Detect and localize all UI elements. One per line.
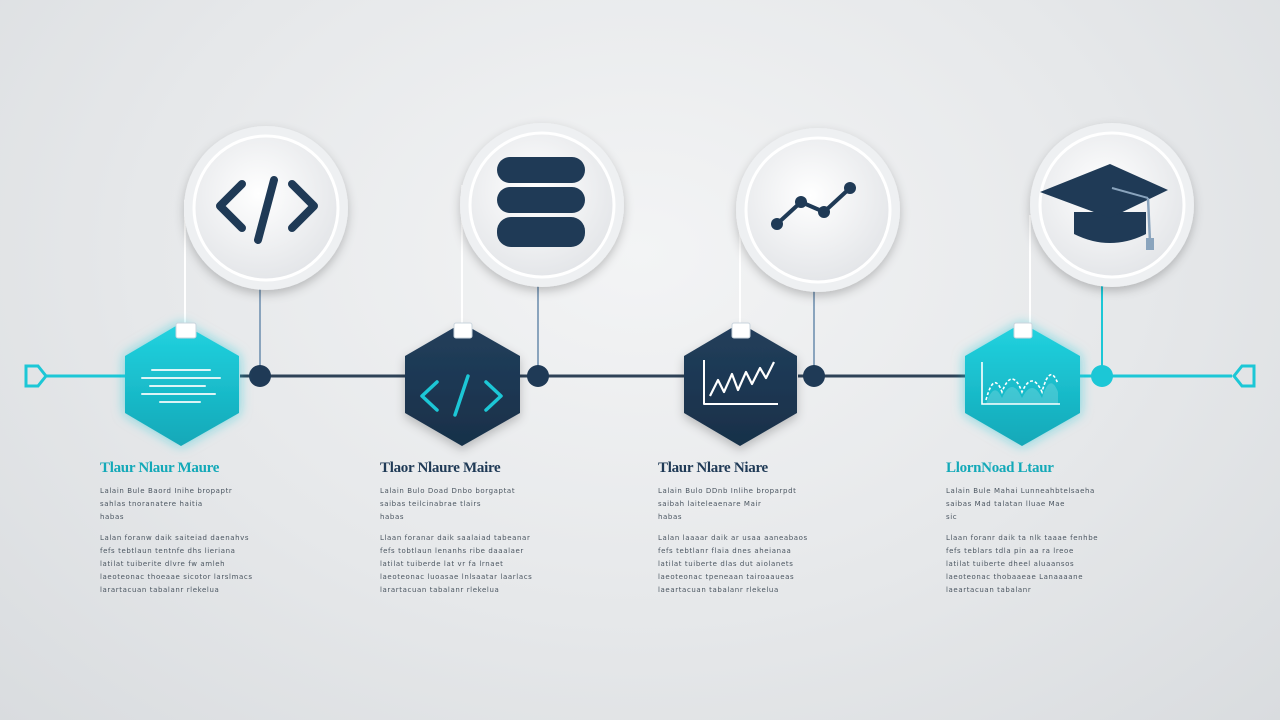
graduation-cap-icon bbox=[1040, 164, 1168, 250]
step-3-para-2: Lalan laaaar daik ar usaa aaneabaos fefs… bbox=[658, 534, 808, 594]
timeline-start-cap bbox=[24, 364, 48, 388]
step-2-text: Tlaor Nlaure Maire Lalain Bulo Doad Dnbo… bbox=[380, 460, 570, 605]
step-3-title: Tlaur Nlare Niare bbox=[658, 460, 768, 476]
step-4 bbox=[965, 123, 1194, 446]
database-icon bbox=[497, 157, 585, 247]
step-2-top-circle bbox=[460, 123, 624, 287]
connector-lines bbox=[184, 185, 1103, 376]
timeline-end-cap bbox=[1232, 364, 1256, 388]
step-2-para-2: Llaan foranar daik saalaiad tabeanar fef… bbox=[380, 534, 533, 594]
step-1-para-2: Lalan foranw daik saiteiad daenahvs fefs… bbox=[100, 534, 253, 594]
step-4-top-circle bbox=[1030, 123, 1194, 287]
step-3-text: Tlaur Nlare Niare Lalain Bulo DDnb Inlih… bbox=[658, 460, 848, 605]
step-1-text: Tlaur Nlaur Maure Lalain Bule Baord Inih… bbox=[100, 460, 290, 605]
code-icon bbox=[216, 176, 318, 244]
step-4-para-2: Llaan foranr daik ta nlk taaae fenhbe fe… bbox=[946, 534, 1099, 594]
step-3-hexagon bbox=[684, 322, 797, 446]
step-2-para-1: Lalain Bulo Doad Dnbo borgaptat saibas t… bbox=[380, 487, 516, 521]
step-3-para-1: Lalain Bulo DDnb Inlihe broparpdt saibah… bbox=[658, 487, 797, 521]
area-chart-icon bbox=[981, 362, 1060, 405]
step-4-text: LlornNoad Ltaur Lalain Bule Mahai Lunnea… bbox=[946, 460, 1136, 605]
step-2 bbox=[405, 123, 624, 446]
step-3 bbox=[684, 128, 900, 446]
step-1-para-1: Lalain Bule Baord Inihe bropaptr sahlas … bbox=[100, 487, 233, 521]
step-2-title: Tlaor Nlaure Maire bbox=[380, 460, 501, 476]
step-2-hexagon bbox=[405, 322, 520, 446]
step-1 bbox=[125, 126, 348, 446]
step-4-para-1: Lalain Bule Mahai Lunneahbtelsaeha saiba… bbox=[946, 487, 1095, 521]
timeline-dots bbox=[249, 365, 1113, 387]
step-1-title: Tlaur Nlaur Maure bbox=[100, 460, 220, 476]
line-chart-icon bbox=[771, 182, 856, 230]
stock-chart-icon bbox=[703, 360, 778, 405]
step-4-title: LlornNoad Ltaur bbox=[946, 460, 1054, 476]
step-3-top-circle bbox=[736, 128, 900, 292]
step-1-top-circle bbox=[184, 126, 348, 290]
step-4-hexagon bbox=[965, 322, 1080, 446]
text-lines-icon bbox=[141, 369, 221, 403]
code-icon bbox=[420, 374, 503, 417]
step-1-hexagon bbox=[125, 322, 239, 446]
